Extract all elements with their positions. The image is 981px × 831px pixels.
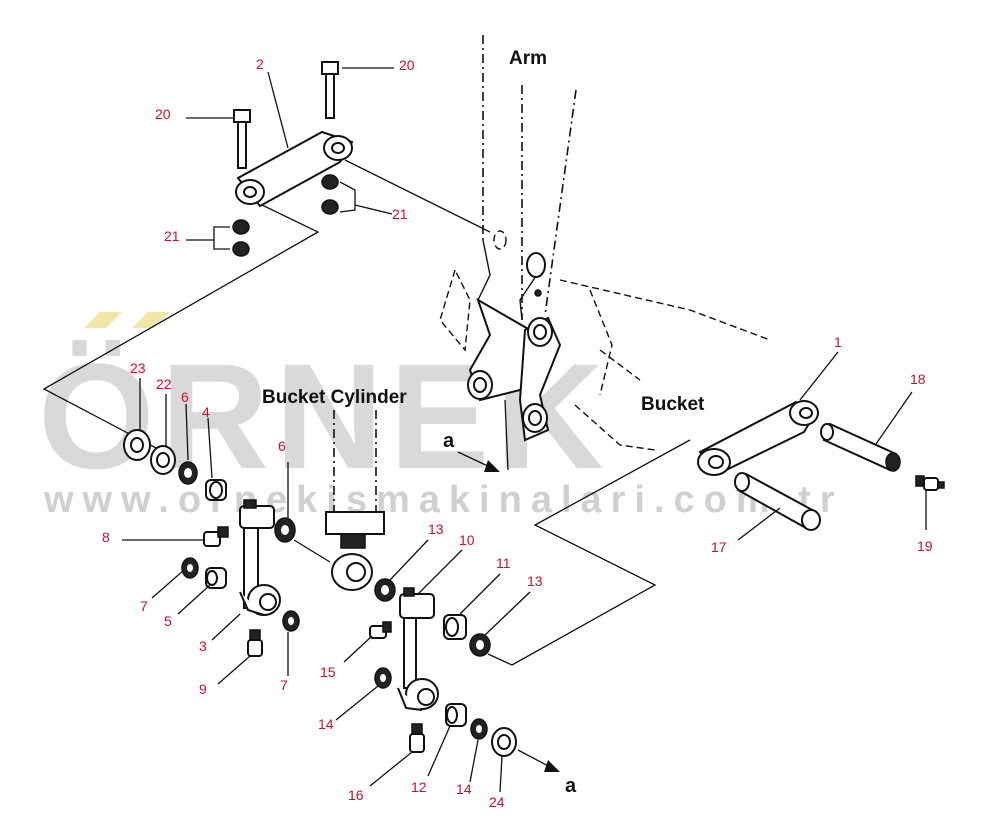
fitting-8 xyxy=(203,526,229,547)
bushing-4 xyxy=(205,479,227,501)
arrow-a-left-letter: a xyxy=(443,430,455,452)
pin-17 xyxy=(734,472,821,531)
fitting-15 xyxy=(369,621,392,639)
part-number-19: 19 xyxy=(917,538,933,554)
link-2 xyxy=(235,130,354,208)
fitting-9 xyxy=(247,629,263,657)
part-number-14-left: 14 xyxy=(318,716,334,732)
arm-link-plates xyxy=(467,297,562,442)
part-number-22: 22 xyxy=(156,376,172,392)
seal-14-upper xyxy=(374,667,392,689)
part-numbers: 2 20 20 21 21 23 22 6 4 6 8 7 5 3 9 7 13… xyxy=(102,56,933,810)
seal-7-upper xyxy=(181,557,199,579)
arrow-a-right-letter: a xyxy=(565,775,577,797)
bushing-12 xyxy=(445,703,467,727)
part-number-2: 2 xyxy=(256,56,264,72)
washer-22 xyxy=(150,445,176,475)
washer-24 xyxy=(491,727,517,757)
fitting-16 xyxy=(409,723,425,753)
part-number-17: 17 xyxy=(711,539,727,555)
bucket-cylinder-label: Bucket Cylinder xyxy=(262,387,407,408)
link-1 xyxy=(697,400,819,476)
part-number-21-right: 21 xyxy=(392,206,408,222)
part-number-1: 1 xyxy=(834,334,842,350)
nuts-21-right xyxy=(321,174,339,215)
leader-lines xyxy=(122,67,927,793)
arm-label: Arm xyxy=(509,48,547,69)
bolt-20-right xyxy=(321,61,339,119)
part-number-15: 15 xyxy=(320,664,336,680)
watermark-url: www.ornekismakinalari.com.tr xyxy=(43,479,844,521)
part-number-7-left: 7 xyxy=(140,598,148,614)
arrow-a-right: a xyxy=(517,749,577,797)
part-number-7-right: 7 xyxy=(280,677,288,693)
seal-6-right xyxy=(274,517,296,543)
part-number-20-right: 20 xyxy=(399,57,415,73)
seal-6-left xyxy=(178,461,198,485)
arrow-a-left: a xyxy=(443,399,509,472)
part-number-6-left: 6 xyxy=(181,389,189,405)
part-number-6-right: 6 xyxy=(278,438,286,454)
seal-13-left xyxy=(374,578,396,602)
part-number-18: 18 xyxy=(910,371,926,387)
arm-outline xyxy=(439,35,771,451)
seal-13-right xyxy=(469,633,491,657)
bushing-11 xyxy=(443,614,467,640)
part-number-11: 11 xyxy=(496,555,511,571)
part-number-20-left: 20 xyxy=(155,106,171,122)
part-number-10: 10 xyxy=(459,532,475,548)
part-number-4: 4 xyxy=(202,404,210,420)
bushing-5 xyxy=(205,567,227,589)
part-number-3: 3 xyxy=(199,638,207,654)
part-number-23: 23 xyxy=(130,360,146,376)
part-number-12: 12 xyxy=(411,779,427,795)
part-number-21-left: 21 xyxy=(164,228,180,244)
link-10 xyxy=(397,587,439,711)
bucket-label: Bucket xyxy=(641,394,705,415)
watermark: ÖRNEK www.ornekismakinalari.com.tr xyxy=(38,312,844,521)
seal-7-lower xyxy=(282,610,300,632)
nuts-21-left xyxy=(232,219,250,257)
part-number-9: 9 xyxy=(199,681,207,697)
bucket-cylinder xyxy=(293,410,385,591)
part-number-13-left: 13 xyxy=(428,521,444,537)
washer-23 xyxy=(123,429,151,461)
part-number-14-right: 14 xyxy=(456,781,472,797)
fitting-19 xyxy=(915,475,945,491)
pin-18 xyxy=(820,422,901,472)
bolt-20-left xyxy=(233,109,251,169)
seal-14-lower xyxy=(470,718,488,740)
part-number-16: 16 xyxy=(348,787,364,803)
part-number-8: 8 xyxy=(102,529,110,545)
part-number-13-right: 13 xyxy=(527,573,543,589)
part-number-24: 24 xyxy=(489,794,505,810)
link-3 xyxy=(239,499,281,616)
part-number-5: 5 xyxy=(164,613,172,629)
